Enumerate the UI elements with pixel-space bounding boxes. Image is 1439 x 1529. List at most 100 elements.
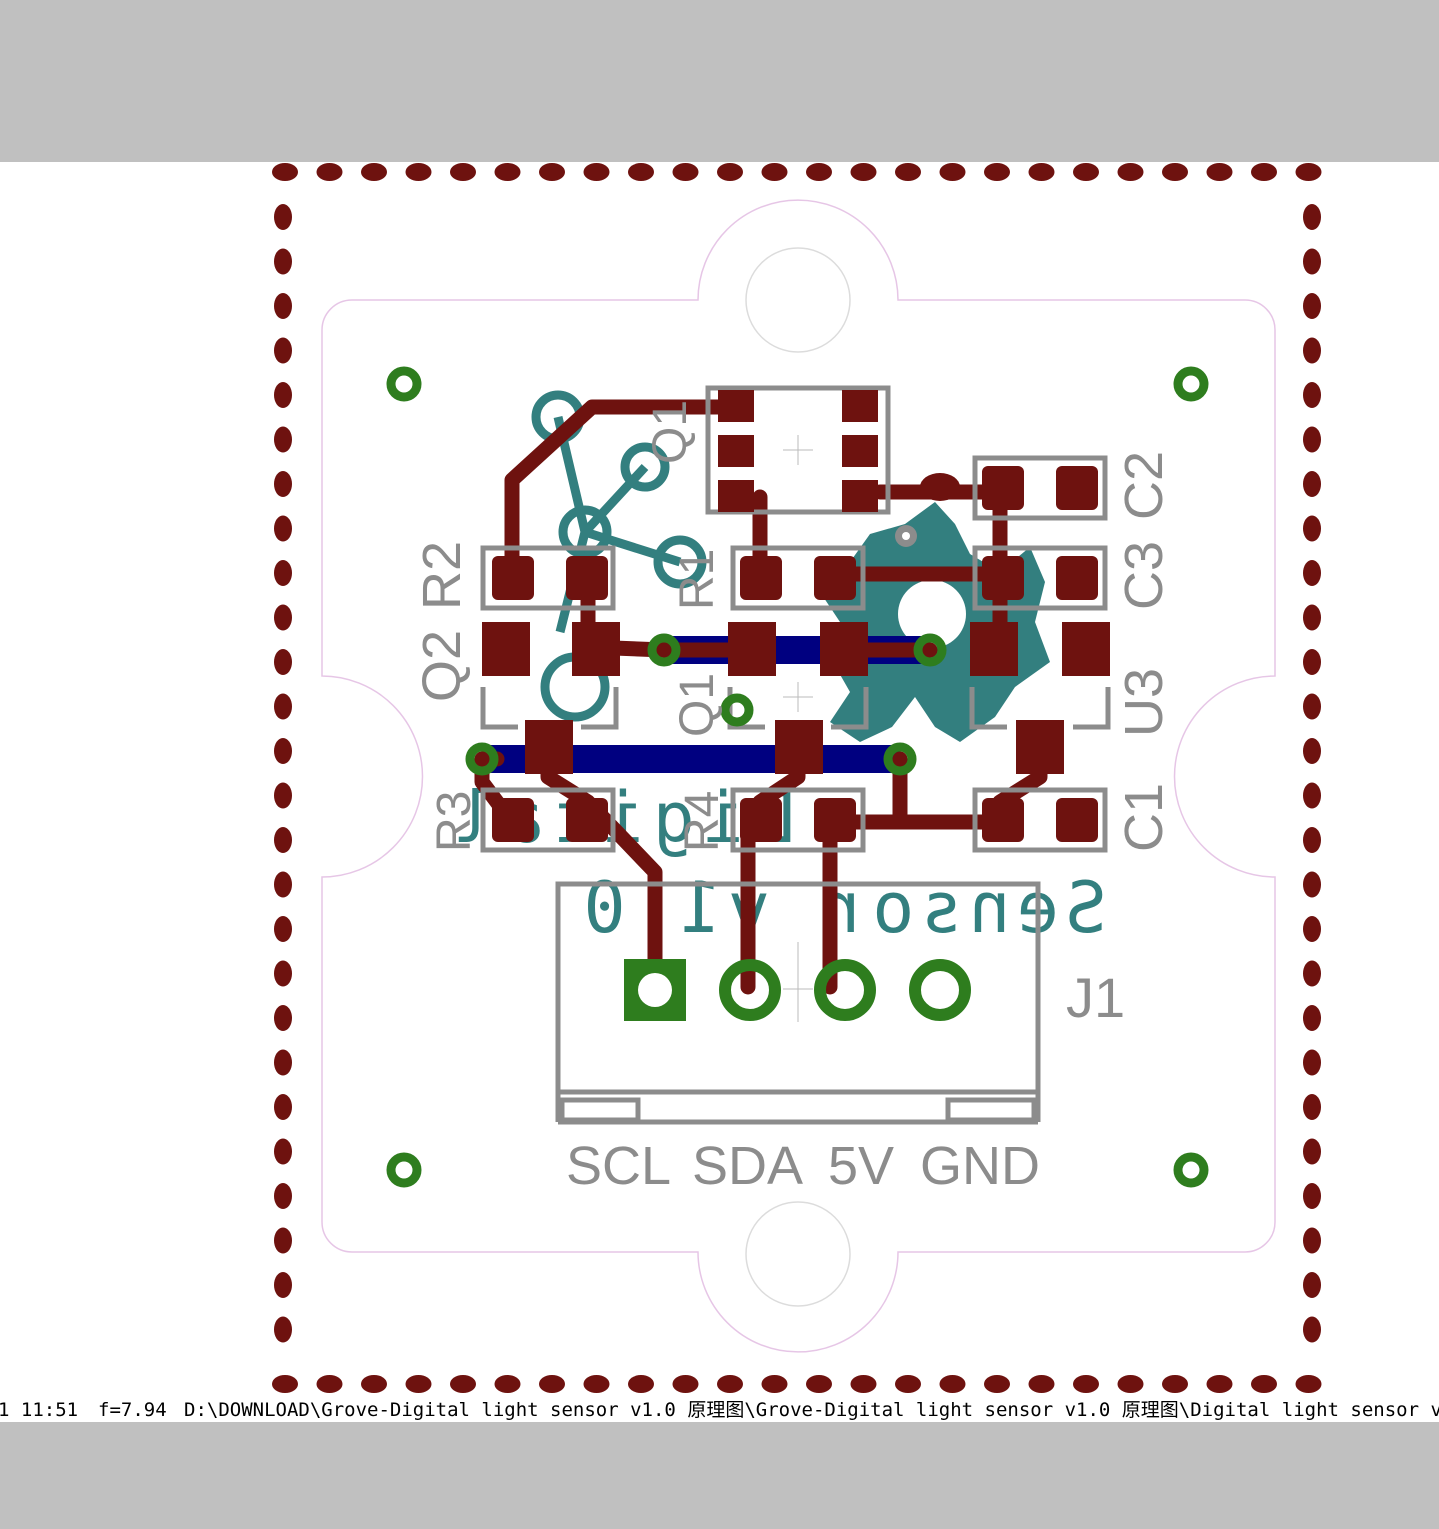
- board-outline: [321, 199, 1276, 1353]
- frame-dot: [628, 163, 654, 181]
- mounting-via: [1173, 1152, 1209, 1188]
- frame-dot: [274, 1272, 292, 1298]
- c2-pad: [1056, 466, 1098, 510]
- silk-outlines: [480, 385, 1111, 1125]
- c1-pad: [1056, 798, 1098, 842]
- c3-pad: [1056, 556, 1098, 600]
- frame-dot: [539, 163, 565, 181]
- frame-dot: [274, 426, 292, 453]
- frame-dot: [316, 1375, 343, 1393]
- frame-dot: [450, 163, 476, 181]
- label-c2: C2: [1114, 451, 1174, 520]
- c1-pad: [982, 798, 1024, 842]
- frame-dot: [1303, 871, 1321, 898]
- frame-dot: [274, 1227, 292, 1254]
- vias: [386, 366, 1209, 1188]
- frame-dot: [1303, 827, 1321, 853]
- frame-dot: [850, 1375, 877, 1393]
- frame-dot: [1303, 204, 1321, 230]
- r3-outline: [480, 787, 616, 853]
- u3-pad: [1016, 720, 1064, 774]
- frame-dot: [717, 1375, 743, 1393]
- frame-dot: [672, 163, 699, 181]
- plot-footer: 1 11:51 f=7.94 D:\DOWNLOAD\Grove-Digital…: [0, 1398, 1439, 1422]
- mounting-hole-top: [745, 247, 851, 353]
- frame-dot: [1206, 1375, 1233, 1393]
- frame-dot: [1303, 1094, 1321, 1120]
- q2-pad: [572, 622, 620, 676]
- frame-dot: [274, 382, 292, 408]
- label-c3: C3: [1114, 541, 1174, 610]
- pin-label-scl: SCL: [566, 1136, 671, 1196]
- frame-dot: [274, 1316, 292, 1343]
- frame-dot: [1162, 1375, 1188, 1393]
- frame-dot: [1073, 1375, 1099, 1393]
- frame-dot: [1303, 248, 1321, 275]
- frame-dot: [274, 693, 292, 720]
- label-r4: R4: [676, 791, 729, 852]
- frame-dot: [850, 163, 877, 181]
- frame-dot: [717, 163, 743, 181]
- label-r1: R1: [671, 549, 724, 610]
- frame-dot: [1303, 960, 1321, 987]
- frame-dot: [274, 293, 292, 319]
- frame-dot: [361, 163, 387, 181]
- frame-dot: [1303, 293, 1321, 319]
- frame-dot: [316, 163, 343, 181]
- q1b-pad: [775, 720, 823, 774]
- frame-dot: [1303, 337, 1321, 364]
- label-q1-top: Q1: [644, 400, 697, 464]
- frame-dot: [1303, 693, 1321, 720]
- frame-dot: [450, 1375, 476, 1393]
- via: [883, 742, 917, 776]
- q1-pad: [718, 435, 754, 467]
- frame-dot: [1206, 163, 1233, 181]
- frame-dot: [1303, 649, 1321, 675]
- frame-dot: [1303, 1005, 1321, 1031]
- mounting-hole-bottom: [745, 1201, 851, 1307]
- frame-dot: [1303, 1316, 1321, 1343]
- frame-dot: [274, 560, 292, 586]
- plot-sheet: Digital Sensor v1.0: [0, 162, 1439, 1422]
- frame-dot: [1117, 1375, 1144, 1393]
- frame-dot: [1303, 782, 1321, 809]
- frame-dot: [1028, 1375, 1055, 1393]
- frame-dot: [1028, 163, 1055, 181]
- pin-label-5v: 5V: [828, 1136, 894, 1196]
- frame-dot: [1303, 515, 1321, 542]
- frame-dot: [1251, 1375, 1277, 1393]
- frame-dot: [806, 1375, 832, 1393]
- frame-dot: [1295, 163, 1322, 181]
- frame-dot: [1303, 382, 1321, 408]
- q1-pad: [718, 390, 754, 422]
- label-j1: J1: [1066, 966, 1125, 1029]
- u3-pad: [1062, 622, 1110, 676]
- r2-pad: [492, 556, 534, 600]
- u3-pad: [970, 622, 1018, 676]
- frame-dot: [274, 1138, 292, 1165]
- label-r2: R2: [412, 541, 472, 610]
- frame-dot: [274, 1183, 292, 1209]
- q1-pad: [842, 480, 878, 512]
- via: [465, 742, 499, 776]
- q1b-pad: [728, 622, 776, 676]
- mirrored-text-line2: Sensor v1.0: [577, 867, 1107, 949]
- label-r3: R3: [428, 791, 481, 852]
- frame-dot: [1303, 916, 1321, 942]
- r2-outline: [480, 545, 616, 611]
- pcb-board-canvas: Digital Sensor v1.0: [272, 163, 1322, 1393]
- frame-dot: [1303, 1227, 1321, 1254]
- frame-dot: [672, 1375, 699, 1393]
- c2-pad: [982, 466, 1024, 510]
- frame-dot: [274, 471, 292, 497]
- frame-dot: [494, 1375, 521, 1393]
- q1-pad: [718, 480, 754, 512]
- silk-crosshairs: [783, 435, 813, 1022]
- frame-dot: [583, 1375, 610, 1393]
- pin-label-sda: SDA: [692, 1136, 803, 1196]
- frame-dot: [274, 649, 292, 675]
- frame-dot: [274, 827, 292, 853]
- via: [647, 633, 681, 667]
- frame-dot: [1303, 426, 1321, 453]
- q1-package-outline: [705, 385, 891, 515]
